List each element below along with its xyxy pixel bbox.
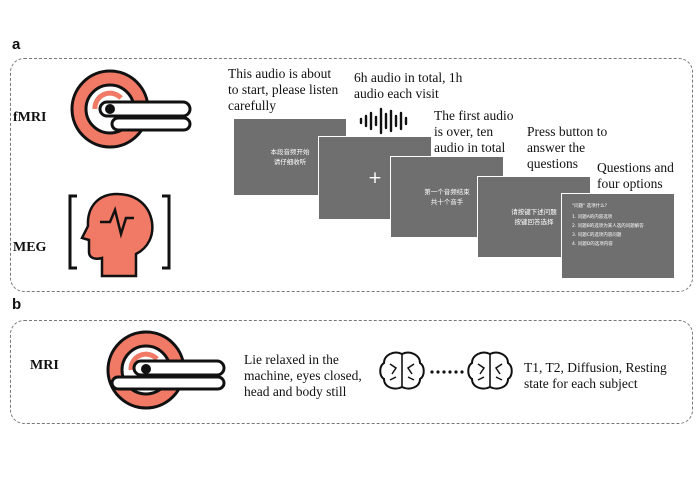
mri-scanner-icon xyxy=(106,330,226,410)
ellipsis-dots xyxy=(430,370,464,374)
mri-label: MRI xyxy=(30,358,59,373)
panel-label-b: b xyxy=(12,296,22,313)
meg-head-icon xyxy=(68,192,171,278)
panel-label-a: a xyxy=(12,36,21,53)
fmri-label: fMRI xyxy=(13,110,47,125)
brain-icon xyxy=(467,351,513,390)
panel-b xyxy=(10,320,693,424)
sound-wave-icon xyxy=(359,107,408,135)
panel-a xyxy=(10,58,693,292)
screen-questions: "问题" 选项什么？ 1. 问题A的内容选项 2. 问题B的选项为某人选的问题解… xyxy=(561,193,675,279)
meg-label: MEG xyxy=(13,240,47,255)
mri-scanner-icon xyxy=(70,69,192,149)
brain-icon xyxy=(379,351,425,390)
